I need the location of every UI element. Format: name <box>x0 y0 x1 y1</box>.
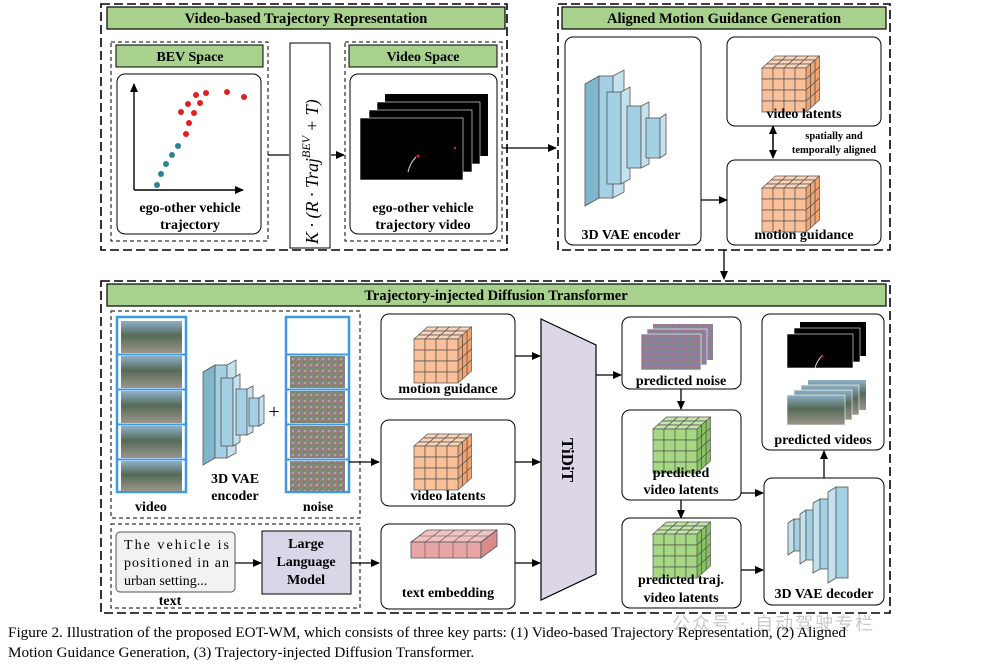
align-note-1: spatially and <box>805 131 863 142</box>
plus-sign: + <box>268 401 279 423</box>
noise-label: noise <box>303 500 333 515</box>
bev-caption-2: trajectory <box>160 218 220 233</box>
llm-line-1: Large <box>288 537 324 552</box>
predicted-noise-box: predicted noise <box>621 316 742 390</box>
predicted-traj-label-1: predicted traj. <box>638 573 724 588</box>
section-video-trajectory: Video-based Trajectory Representation <box>100 3 508 251</box>
section-title-aligned: Aligned Motion Guidance Generation <box>607 11 841 27</box>
aligned-motion-guidance-box: motion guidance <box>726 159 882 246</box>
svg-text:K · (R · TrajBEV+ T): K · (R · TrajBEV + T) <box>299 99 323 245</box>
trajectory-video-frames <box>359 94 488 181</box>
formula-suffix: + T) <box>302 99 323 132</box>
predicted-traj-cube-icon <box>652 521 712 579</box>
predicted-traj-video-frames <box>786 322 866 369</box>
bev-trajectory-points <box>154 89 247 188</box>
aligned-video-latents-box: video latents <box>726 36 882 127</box>
aligned-video-latents-label: video latents <box>766 107 842 122</box>
caption-line-1: Figure 2. Illustration of the proposed E… <box>8 624 847 641</box>
bev-caption-1: ego-other vehicle <box>139 201 240 216</box>
aligned-latents-cube-icon <box>761 55 821 113</box>
llm-box: Large Language Model <box>261 530 352 595</box>
diffusion-encoder-icon <box>202 359 265 466</box>
video-label: video <box>135 500 167 515</box>
llm-line-3: Model <box>287 573 325 588</box>
text-embedding-box: text embedding <box>380 523 516 610</box>
text-prompt-box: The vehicle is positioned in an urban se… <box>115 531 236 609</box>
aligned-encoder-label: 3D VAE encoder <box>581 228 680 243</box>
llm-line-2: Language <box>276 555 335 570</box>
encoder-layers-icon <box>584 69 667 207</box>
watermark: 公众号 · 自动驾驶专栏 <box>672 614 876 635</box>
bev-space-panel: BEV Space ego-other vehicle trajectory <box>110 41 269 242</box>
section-title-diffusion: Trajectory-injected Diffusion Transforme… <box>364 288 628 304</box>
motion-guidance-box: motion guidance <box>380 313 516 400</box>
text-embedding-label: text embedding <box>402 586 494 601</box>
video-latents-label: video latents <box>410 489 486 504</box>
predicted-videos-box: predicted videos <box>761 313 885 451</box>
formula-prefix: K · (R · Traj <box>302 158 323 245</box>
video-space-title: Video Space <box>387 50 460 65</box>
predicted-videos-label: predicted videos <box>774 433 872 448</box>
align-note-2: temporally aligned <box>792 145 876 156</box>
tidit-block: TiDiT <box>540 318 597 601</box>
video-space-caption-1: ego-other vehicle <box>372 201 473 216</box>
predicted-latents-label-2: video latents <box>643 483 719 498</box>
decoder-layers-icon <box>787 486 849 584</box>
aligned-encoder-panel: 3D VAE encoder <box>564 36 702 246</box>
section-aligned-motion: Aligned Motion Guidance Generation <box>557 3 891 251</box>
diffusion-encoder-label-1: 3D VAE <box>211 472 259 487</box>
caption-line-2: Motion Guidance Generation, (3) Trajecto… <box>8 644 475 661</box>
predicted-latents-label-1: predicted <box>653 466 710 481</box>
aligned-motion-guidance-label: motion guidance <box>754 228 853 243</box>
predicted-latents-cube-icon <box>652 416 712 474</box>
bev-title: BEV Space <box>156 50 223 65</box>
video-space-panel: Video Space ego-other vehicle trajectory… <box>344 41 503 242</box>
diffusion-encoder-label-2: encoder <box>211 489 258 504</box>
aligned-guidance-cube-icon <box>761 175 821 233</box>
predicted-traj-latents-box: predicted traj. video latents <box>621 517 742 609</box>
text-prompt-line-2: positioned in an <box>124 556 229 571</box>
section-title-video-traj: Video-based Trajectory Representation <box>185 11 428 27</box>
section-diffusion: Trajectory-injected Diffusion Transforme… <box>100 280 891 614</box>
decoder-box: 3D VAE decoder <box>763 477 885 606</box>
text-prompt-line-3: urban setting... <box>124 574 207 589</box>
predicted-latents-box: predicted video latents <box>621 409 742 501</box>
noise-frames: noise <box>284 315 351 515</box>
predicted-rgb-video-frames <box>786 380 866 426</box>
transform-formula: K · (R · TrajBEV + T) <box>289 42 331 249</box>
formula-superscript: BEV <box>299 134 313 158</box>
text-label: text <box>159 594 182 609</box>
video-latents-cube-icon <box>413 433 473 491</box>
video-space-caption-2: trajectory video <box>375 218 470 233</box>
decoder-label: 3D VAE decoder <box>774 587 873 602</box>
text-prompt-line-1: The vehicle is <box>124 538 229 553</box>
input-video-frames: video <box>115 315 188 515</box>
figure-caption: Figure 2. Illustration of the proposed E… <box>8 623 993 663</box>
predicted-traj-label-2: video latents <box>643 591 719 606</box>
predicted-noise-label: predicted noise <box>636 374 726 389</box>
tidit-label: TiDiT <box>558 438 577 483</box>
video-latents-box: video latents <box>380 419 516 507</box>
text-embedding-slab-icon <box>409 529 499 559</box>
motion-guidance-label: motion guidance <box>398 382 497 397</box>
motion-guidance-cube-icon <box>413 326 473 384</box>
